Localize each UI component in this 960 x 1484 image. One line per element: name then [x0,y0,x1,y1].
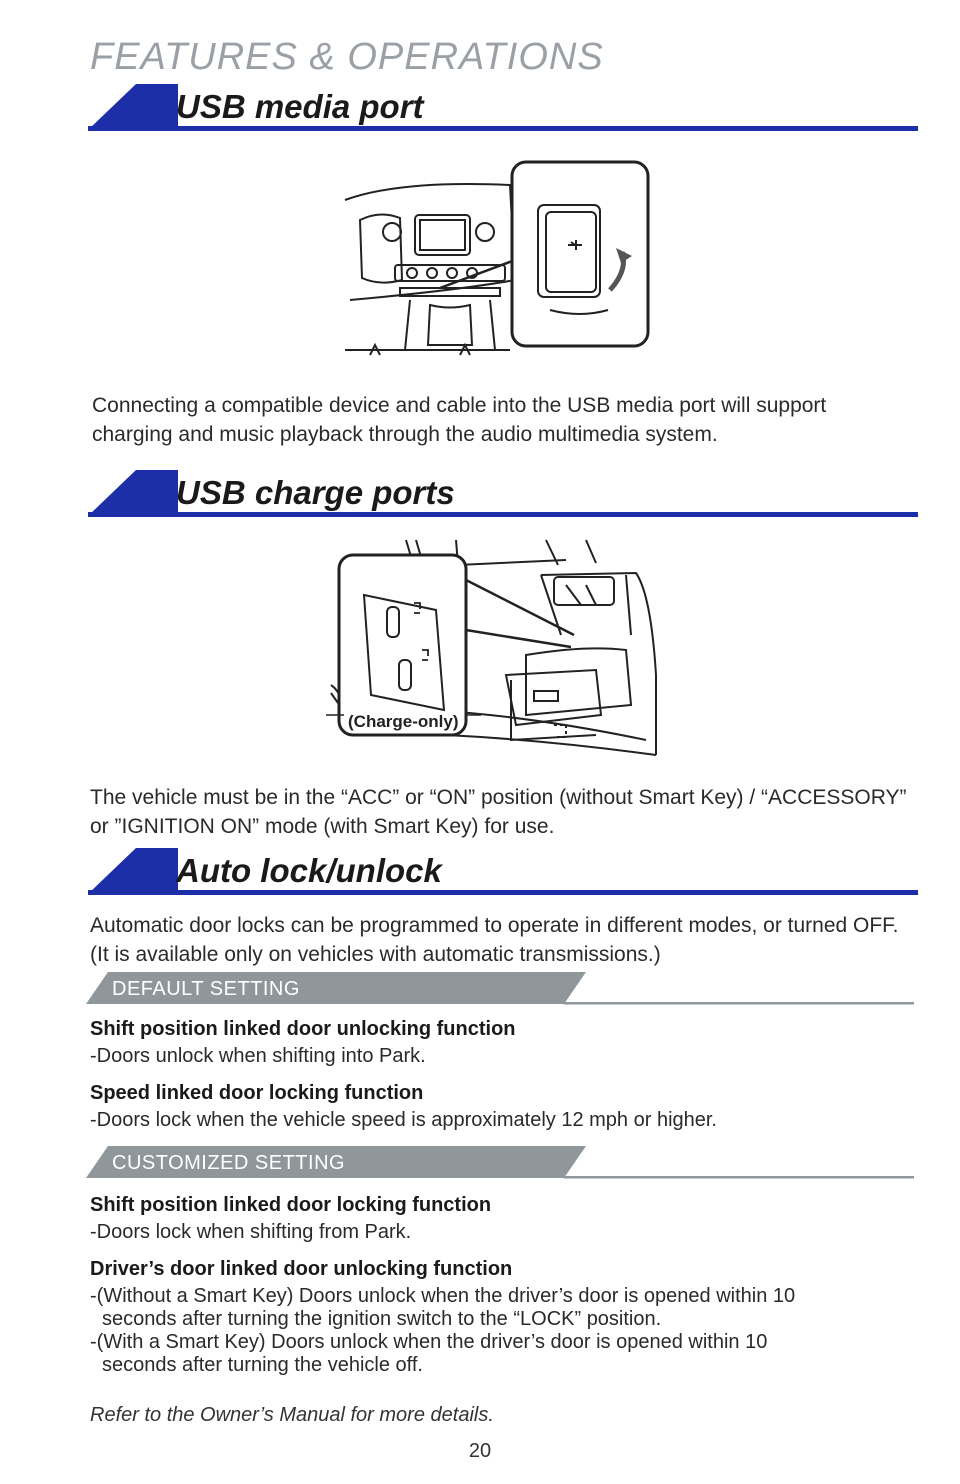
customized-item-desc: -(With a Smart Key) Doors unlock when th… [90,1331,768,1353]
sub-banner-graphic [86,972,914,1005]
usb-media-port-illustration [344,160,650,356]
usb-media-port-title: USB media port [176,88,424,125]
default-item-desc: -Doors unlock when shifting into Park. [90,1045,426,1067]
usb-media-port-heading: USB media port [88,84,918,132]
usb-charge-ports-heading: USB charge ports [88,470,918,518]
customized-setting-list: Shift position linked door locking funct… [90,1194,910,1377]
owners-manual-note: Refer to the Owner’s Manual for more det… [90,1404,494,1426]
default-setting-label: DEFAULT SETTING [112,978,300,1000]
section-banner-graphic [88,470,918,517]
customized-setting-label: CUSTOMIZED SETTING [112,1152,346,1174]
customized-item-title: Shift position linked door locking funct… [90,1194,492,1216]
customized-item-desc: -(Without a Smart Key) Doors unlock when… [90,1285,796,1307]
usb-charge-ports-illustration: (Charge-only) [326,539,657,756]
usb-charge-ports-title: USB charge ports [176,474,455,511]
page-number: 20 [468,1440,492,1462]
sub-banner-graphic [86,1146,914,1179]
default-item-title: Speed linked door locking function [90,1082,424,1104]
customized-item-title: Driver’s door linked door unlocking func… [90,1258,513,1280]
usb-media-port-description: Connecting a compatible device and cable… [92,394,827,446]
usb-charge-ports-description: The vehicle must be in the “ACC” or “ON”… [90,786,907,838]
page-title: FEATURES & OPERATIONS [90,36,604,78]
section-banner-graphic [88,84,918,131]
customized-item-desc: seconds after turning the vehicle off. [102,1354,423,1376]
customized-setting-heading: CUSTOMIZED SETTING [86,1146,916,1182]
auto-lock-unlock-title: Auto lock/unlock [176,852,442,889]
default-item-desc: -Doors lock when the vehicle speed is ap… [90,1109,717,1131]
customized-item-desc: seconds after turning the ignition switc… [102,1308,662,1330]
default-setting-list: Shift position linked door unlocking fun… [90,1018,910,1132]
auto-lock-unlock-heading: Auto lock/unlock [88,848,918,896]
default-setting-heading: DEFAULT SETTING [86,972,916,1008]
customized-item-desc: -Doors lock when shifting from Park. [90,1221,412,1243]
charge-only-callout: (Charge-only) [348,712,459,731]
section-banner-graphic [88,848,918,895]
default-item-title: Shift position linked door unlocking fun… [90,1018,516,1040]
auto-lock-intro: Automatic door locks can be programmed t… [90,914,899,966]
